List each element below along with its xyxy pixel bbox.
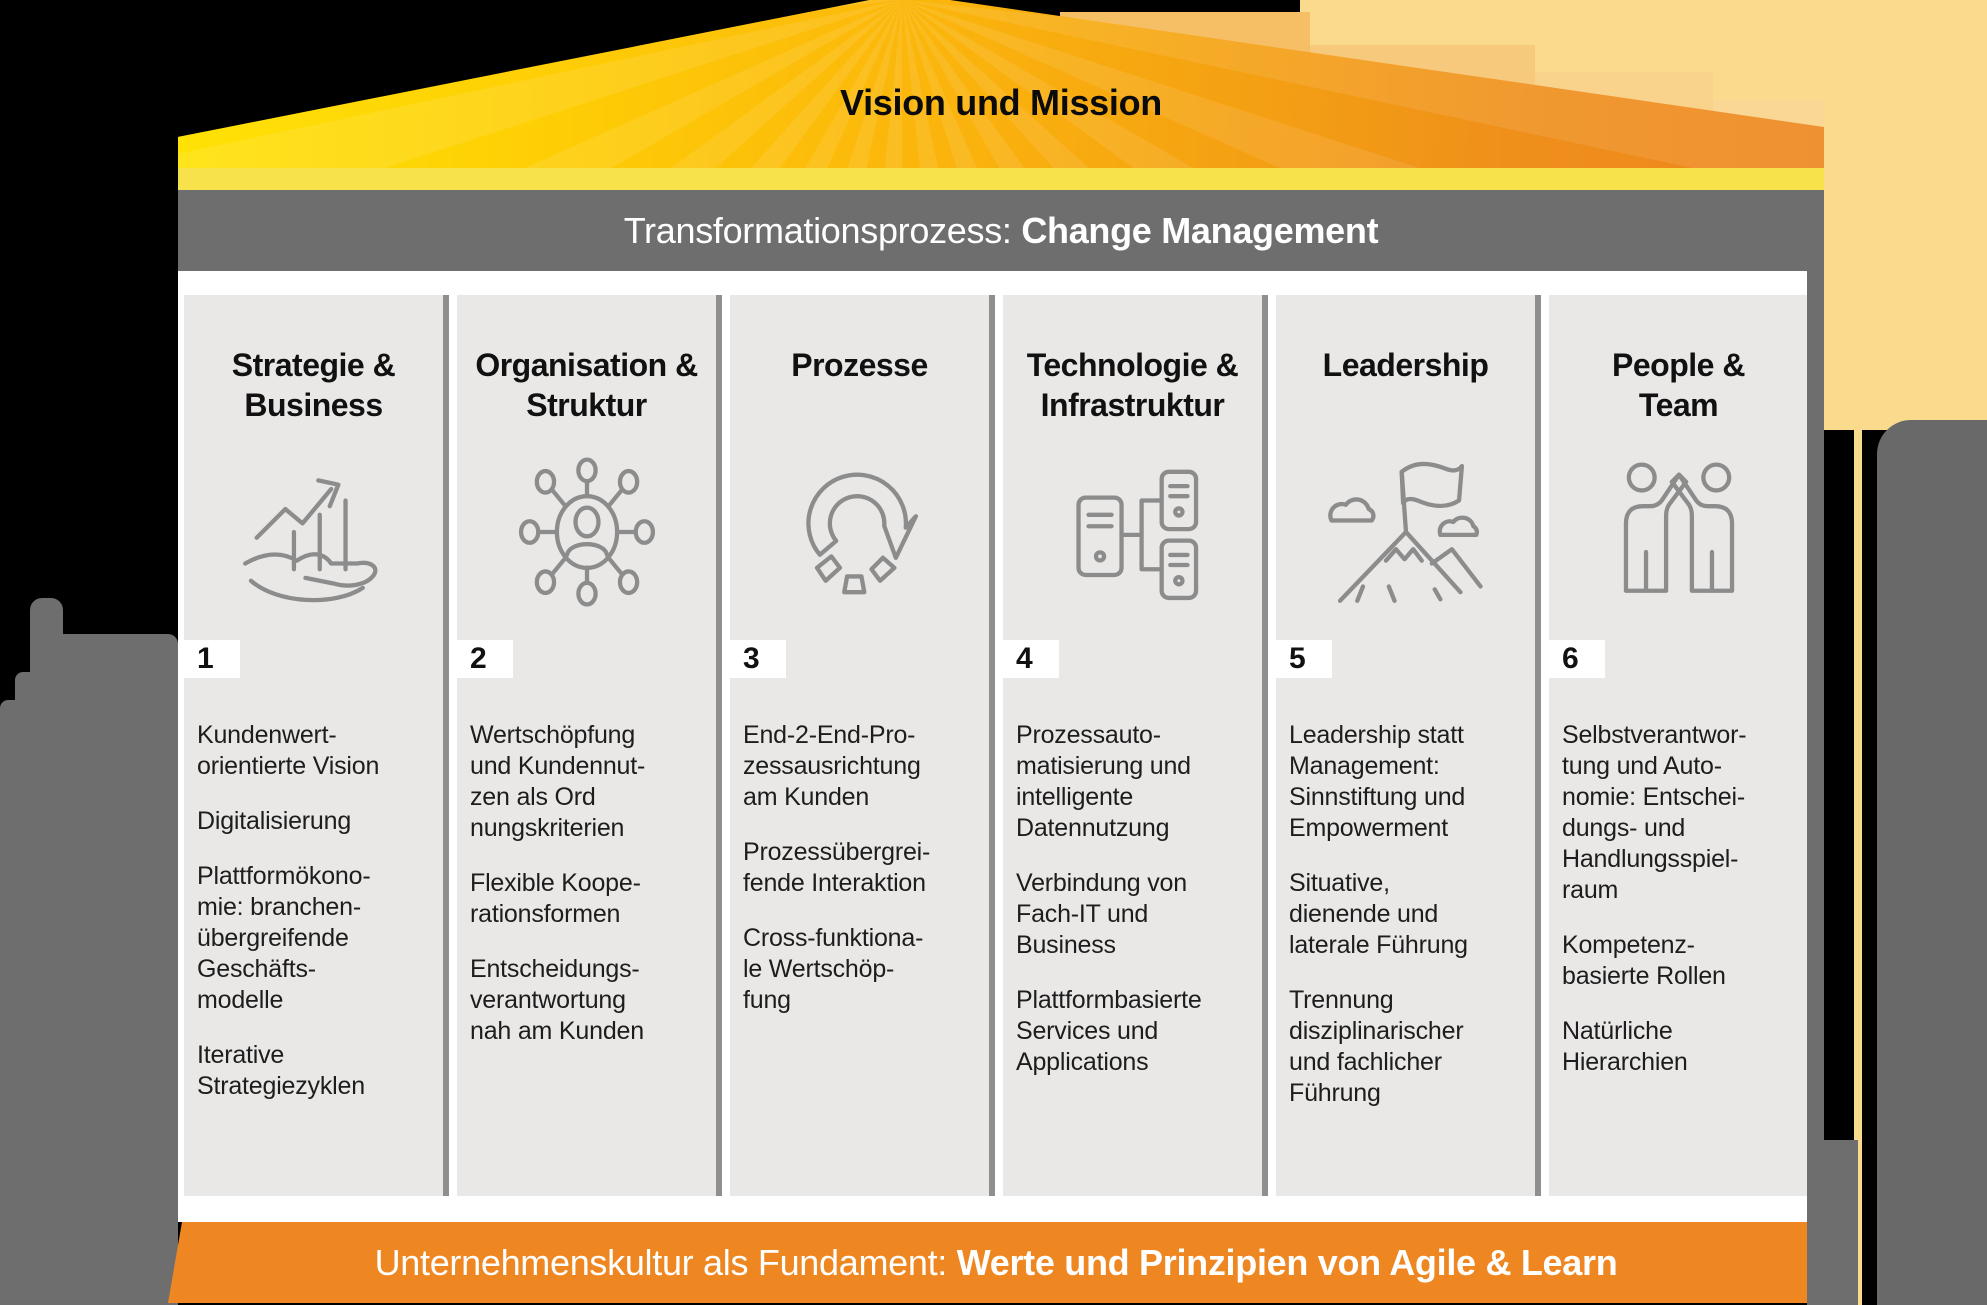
pillar-number-badge: 2 bbox=[457, 640, 513, 678]
right-gray-step-shape bbox=[1824, 1140, 1858, 1305]
pillar-bullet: Selbstverantwor- tung und Auto- nomie: E… bbox=[1562, 721, 1747, 904]
mountain-flag-icon bbox=[1276, 443, 1535, 621]
pillar-bullet-list: Leadership statt Management: Sinnstiftun… bbox=[1289, 720, 1527, 1109]
pillar-title: Leadership bbox=[1322, 347, 1489, 383]
process-bar-prefix: Transformationsprozess: bbox=[623, 210, 1022, 251]
pillar-column: Organisation & Struktur 2 Wertschöpfung … bbox=[457, 295, 722, 1196]
pillar-bullet: Wertschöpfung und Kundennut- zen als Ord… bbox=[470, 721, 646, 842]
foundation-bar-bold: Werte und Prinzipien von Agile & Learn bbox=[956, 1242, 1618, 1283]
roof: Vision und Mission bbox=[178, 0, 1824, 168]
pillar-bullet: Natürliche Hierarchien bbox=[1562, 1017, 1688, 1076]
pillar-title: People & Team bbox=[1612, 347, 1745, 423]
pillar-bullet: Kompetenz- basierte Rollen bbox=[1562, 931, 1726, 990]
pillar-bullet: Cross-funktiona- le Wertschöp- fung bbox=[743, 924, 924, 1014]
pillar-bullet-list: Prozessauto- matisierung und intelligent… bbox=[1016, 720, 1254, 1078]
pillar-column: Prozesse 3 End-2-End-Pro- zessausrichtun… bbox=[730, 295, 995, 1196]
pillar-title: Strategie & Business bbox=[231, 347, 396, 423]
left-gray-background-shape bbox=[30, 598, 63, 1305]
pillar-bullet: Prozessübergrei- fende Interaktion bbox=[743, 838, 931, 897]
pillar-bullet: Entscheidungs- verantwortung nah am Kund… bbox=[470, 955, 644, 1045]
pillar-number-badge: 4 bbox=[1003, 640, 1059, 678]
pillar-bullet: Plattformökono- mie: branchen- übergreif… bbox=[197, 862, 371, 1014]
pillar-bullet-list: Wertschöpfung und Kundennut- zen als Ord… bbox=[470, 720, 708, 1047]
pale-yellow-line-shape bbox=[1854, 430, 1862, 1305]
left-gray-background-shape bbox=[15, 672, 33, 1305]
pillar-bullet: Verbindung von Fach-IT und Business bbox=[1016, 869, 1187, 959]
pillar-number-badge: 1 bbox=[184, 640, 240, 678]
foundation-bar: Unternehmenskultur als Fundament: Werte … bbox=[168, 1222, 1824, 1303]
cycle-arrow-icon bbox=[730, 443, 989, 621]
pillar-number-badge: 6 bbox=[1549, 640, 1605, 678]
it-infrastructure-icon bbox=[1003, 443, 1262, 621]
right-gray-background-shape bbox=[1877, 420, 1987, 1305]
pillar-bullet: Flexible Koope- rationsformen bbox=[470, 869, 641, 928]
pillar-bullet: Iterative Strategiezyklen bbox=[197, 1041, 365, 1100]
left-gray-background-shape bbox=[63, 634, 178, 1305]
team-highfive-icon bbox=[1549, 443, 1808, 621]
pillar-bullet-list: Selbstverantwor- tung und Auto- nomie: E… bbox=[1562, 720, 1800, 1078]
process-bar-bold: Change Management bbox=[1021, 210, 1379, 251]
network-hub-icon bbox=[457, 443, 716, 621]
pillar-bullet: Situative, dienende und laterale Führung bbox=[1289, 869, 1468, 959]
pillar-title: Organisation & Struktur bbox=[475, 347, 698, 423]
pillar-column: Technologie & Infrastruktur 4 Prozessaut… bbox=[1003, 295, 1268, 1196]
pillar-bullet: Plattformbasierte Services und Applicati… bbox=[1016, 986, 1202, 1076]
pillars: Strategie & Business 1 Kundenwert- orien… bbox=[184, 295, 1808, 1196]
pillar-bullet: Kundenwert- orientierte Vision bbox=[197, 721, 380, 780]
pillar-title: Technologie & Infrastruktur bbox=[1026, 347, 1239, 423]
yellow-accent-strip bbox=[178, 168, 1824, 190]
process-bar: Transformationsprozess: Change Managemen… bbox=[178, 190, 1824, 271]
pillar-bullet: Prozessauto- matisierung und intelligent… bbox=[1016, 721, 1191, 842]
house-right-wall bbox=[1807, 271, 1824, 1305]
pillar-column: Leadership 5 Leadership statt Management… bbox=[1276, 295, 1541, 1196]
pillar-bullet: Leadership statt Management: Sinnstiftun… bbox=[1289, 721, 1466, 842]
pillar-bullet: Digitalisierung bbox=[197, 807, 352, 835]
left-gray-background-shape bbox=[0, 700, 16, 1305]
pillar-bullet: Trennung disziplinarischer und fachliche… bbox=[1289, 986, 1464, 1107]
pillar-column: Strategie & Business 1 Kundenwert- orien… bbox=[184, 295, 449, 1196]
pillar-number-badge: 5 bbox=[1276, 640, 1332, 678]
pillar-number-badge: 3 bbox=[730, 640, 786, 678]
pillar-column: People & Team 6 Selbstverantwor- tung un… bbox=[1549, 295, 1808, 1196]
growth-hand-icon bbox=[184, 443, 443, 621]
pillar-title: Prozesse bbox=[791, 347, 928, 383]
foundation-bar-prefix: Unternehmenskultur als Fundament: bbox=[374, 1242, 957, 1283]
roof-title: Vision und Mission bbox=[840, 82, 1162, 123]
pillar-bullet: End-2-End-Pro- zessausrichtung am Kunden bbox=[743, 721, 921, 811]
pillar-bullet-list: End-2-End-Pro- zessausrichtung am Kunden… bbox=[743, 720, 981, 1016]
